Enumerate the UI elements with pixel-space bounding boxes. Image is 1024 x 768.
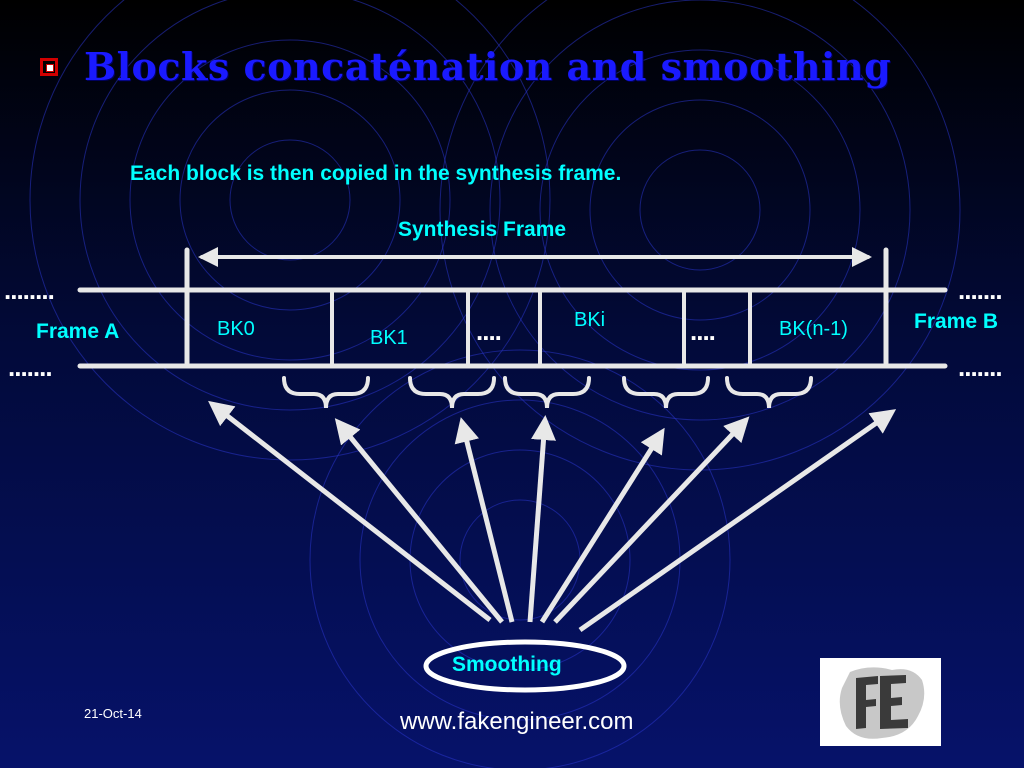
frame-b-label: Frame B xyxy=(914,310,999,333)
slide-date: 21-Oct-14 xyxy=(84,706,142,721)
smoothing-ellipse xyxy=(423,639,627,693)
block-label-bk0: BK0 xyxy=(217,318,255,340)
ellipsis-left: .... xyxy=(476,316,502,346)
synthesis-frame-label: Synthesis Frame xyxy=(398,218,567,241)
frame-a-label: Frame A xyxy=(36,320,120,343)
ellipsis-right: .... xyxy=(690,316,716,346)
fe-logo-icon xyxy=(820,658,941,746)
overlap-brace xyxy=(408,376,496,409)
overlap-brace xyxy=(282,376,370,409)
overlap-brace xyxy=(725,376,813,409)
slide-subtitle: Each block is then copied in the synthes… xyxy=(130,162,622,185)
left-top-dots: ........ xyxy=(4,275,55,305)
smoothing-arrow xyxy=(539,427,665,624)
smoothing-arrow xyxy=(553,416,750,624)
title-bullet-icon xyxy=(40,58,58,76)
block-label-bk1: BK1 xyxy=(370,327,408,349)
smoothing-label: Smoothing xyxy=(452,653,562,676)
smoothing-arrow xyxy=(208,400,492,622)
smoothing-arrow xyxy=(578,409,897,633)
left-bottom-dots: ....... xyxy=(8,352,53,382)
smoothing-arrow xyxy=(527,415,556,623)
right-top-dots: ....... xyxy=(958,275,1003,305)
smoothing-arrow xyxy=(334,418,504,624)
overlap-brace xyxy=(622,376,710,409)
website-url: www.fakengineer.com xyxy=(400,708,634,735)
slide-title: Blocks concaténation and smoothing xyxy=(84,44,892,89)
overlap-brace xyxy=(503,376,591,409)
right-bottom-dots: ....... xyxy=(958,352,1003,382)
smoothing-arrow xyxy=(454,417,515,623)
block-label-bkn-1: BK(n-1) xyxy=(779,318,848,340)
block-label-bki: BKi xyxy=(574,309,606,331)
